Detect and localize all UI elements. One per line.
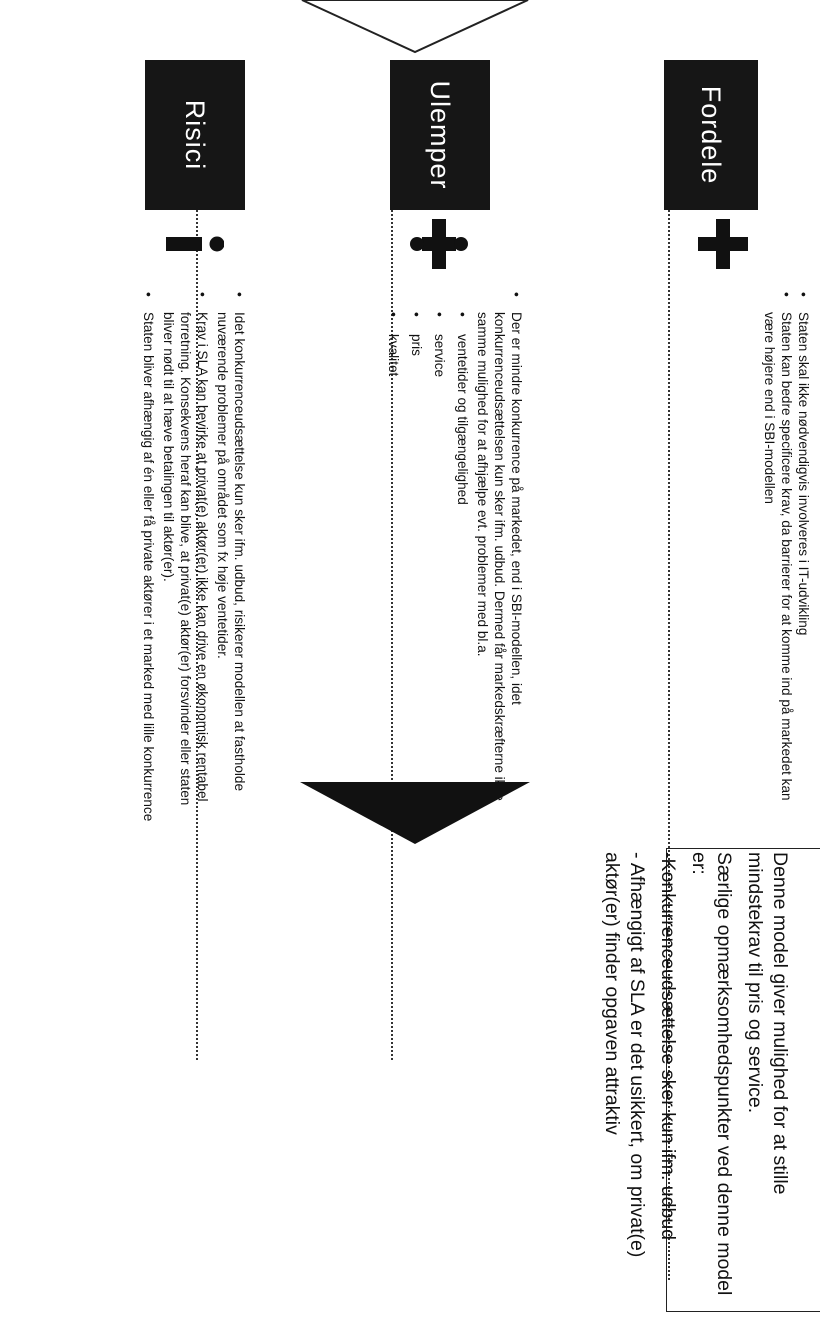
risici-list: Idet konkurrenceudsættelse kun sker ifm.… xyxy=(140,292,248,832)
divide-icon xyxy=(410,219,468,269)
solid-arrow-icon xyxy=(300,782,530,844)
hollow-arrow-icon xyxy=(301,0,529,54)
list-item: Idet konkurrenceudsættelse kun sker ifm.… xyxy=(214,312,248,832)
fordele-list: Staten skal ikke nødvendigvis involveres… xyxy=(761,292,812,812)
risici-title: Risici xyxy=(180,99,211,171)
conclusion-text: Denne model giver mulighed for at stille… xyxy=(593,852,792,1302)
ulemper-bullet-text: Der er mindre konkurrence på markedet, e… xyxy=(475,312,524,801)
ulemper-title: Ulemper xyxy=(425,80,456,190)
list-item: Staten skal ikke nødvendigvis involveres… xyxy=(795,312,812,812)
list-item: Krav i SLA kan bevirke at privat(e) aktø… xyxy=(160,312,211,832)
risici-header: Risici xyxy=(145,60,245,210)
sub-list-item: service xyxy=(431,334,448,832)
sub-list-item: pris xyxy=(408,334,425,832)
list-item: Der er mindre konkurrence på markedet, e… xyxy=(385,312,525,832)
fordele-header: Fordele xyxy=(664,60,758,210)
plus-icon xyxy=(698,219,748,269)
exclamation-icon xyxy=(166,236,224,252)
fordele-title: Fordele xyxy=(696,85,727,185)
conclusion-paragraph: -Konkurrenceudsættelse sker kun ifm. udb… xyxy=(657,852,679,1241)
conclusion-paragraph: Denne model giver mulighed for at stille… xyxy=(744,852,791,1195)
ulemper-list: Der er mindre konkurrence på markedet, e… xyxy=(379,292,525,832)
list-item: Staten kan bedre specificere krav, da ba… xyxy=(761,312,795,812)
list-item: Staten bliver afhængig af én eller få pr… xyxy=(140,312,157,832)
sub-list-item: ventetider og tilgængelighed xyxy=(454,334,471,832)
conclusion-paragraph: - Afhængigt af SLA er det usikkert, om p… xyxy=(601,852,648,1258)
sub-list-item: kvalitet xyxy=(385,334,402,832)
ulemper-header: Ulemper xyxy=(390,60,490,210)
conclusion-paragraph: Særlige opmærksomhedspunkter ved denne m… xyxy=(688,852,735,1296)
